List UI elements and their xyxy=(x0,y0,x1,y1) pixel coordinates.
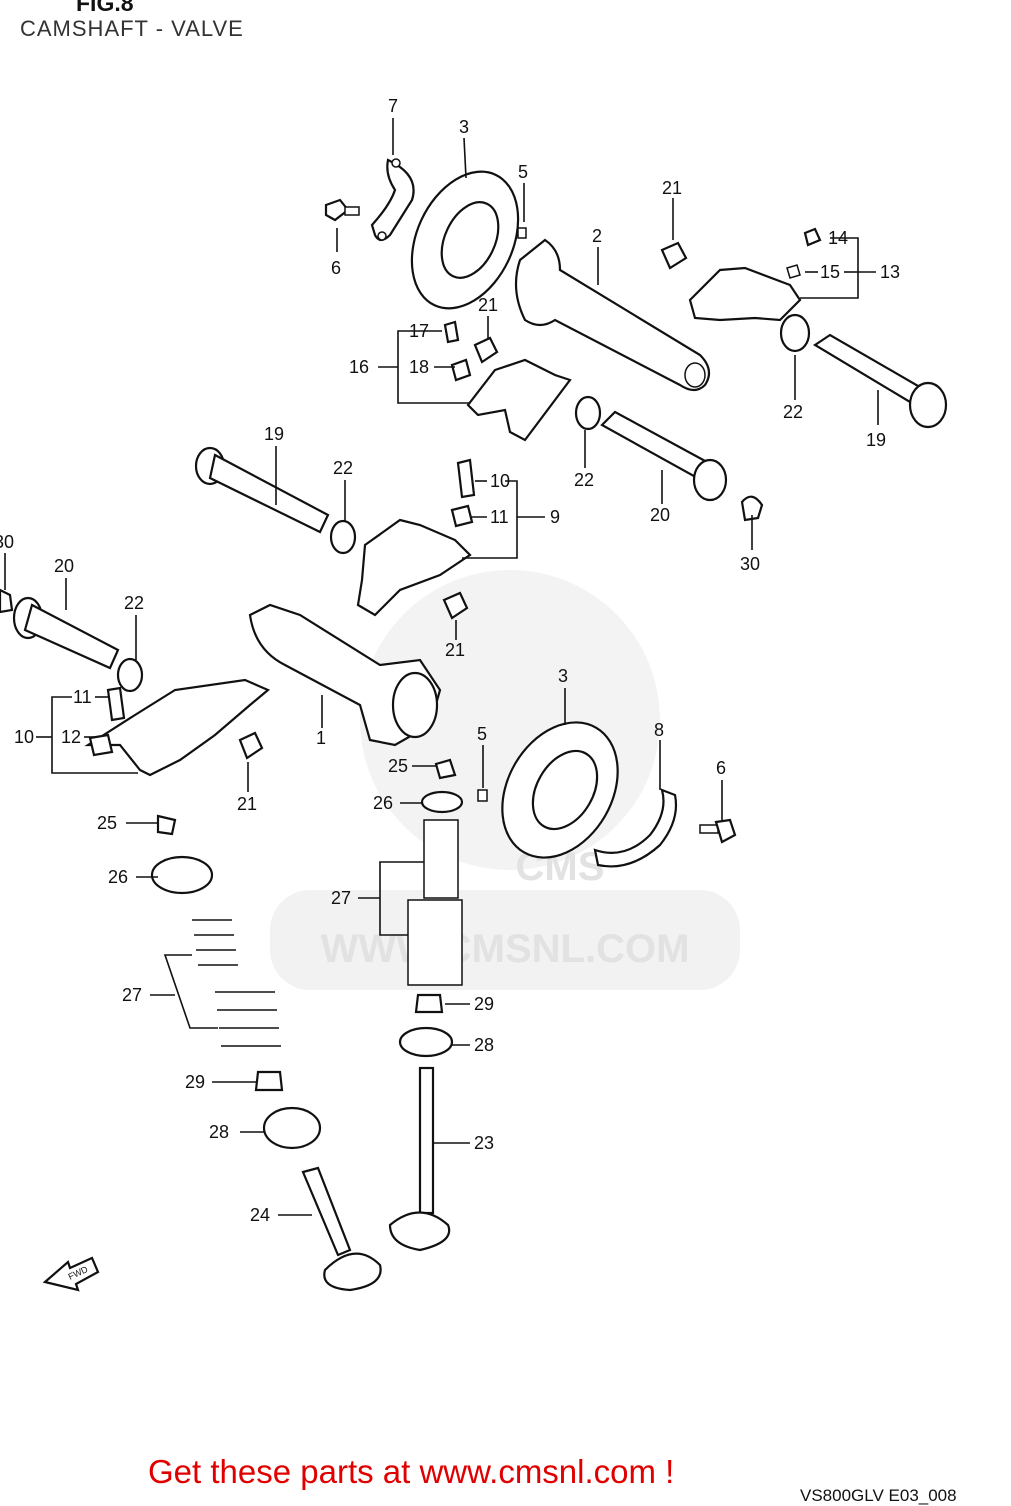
part-26-seal-center xyxy=(420,790,464,814)
callout-27-left: 27 xyxy=(122,985,142,1005)
part-20-shaft-left xyxy=(12,596,120,670)
callout-23: 23 xyxy=(474,1133,494,1153)
page-title: CAMSHAFT - VALVE xyxy=(20,16,244,41)
part-6-bolt-upper xyxy=(324,198,360,222)
part-21-washer-c xyxy=(442,591,469,620)
callout-25-left: 25 xyxy=(97,813,117,833)
part-4-bracket-upper xyxy=(370,158,415,242)
part-30-plug-right xyxy=(740,495,764,522)
part-10-rocker-arm xyxy=(84,678,271,777)
part-27-springs-left xyxy=(192,919,281,1047)
callout-6-upper: 6 xyxy=(331,258,341,278)
part-27-springs-center xyxy=(407,819,463,986)
part-6-bolt-lower xyxy=(699,818,737,844)
watermark: WWW.CMSNL.COM CMS xyxy=(270,570,740,990)
callout-29-center: 29 xyxy=(474,994,494,1014)
callout-12: 12 xyxy=(61,727,81,747)
part-19-shaft-right xyxy=(812,333,948,429)
callout-18: 18 xyxy=(409,357,429,377)
callout-22-d: 22 xyxy=(124,593,144,613)
callout-16: 16 xyxy=(349,357,369,377)
callout-30-right: 30 xyxy=(740,554,760,574)
callout-19-left: 19 xyxy=(264,424,284,444)
callout-5-lower: 5 xyxy=(477,724,487,744)
callout-7: 9 xyxy=(550,507,560,527)
callout-14: 14 xyxy=(828,228,848,248)
callout-21-d: 21 xyxy=(237,794,257,814)
watermark-url: WWW.CMSNL.COM xyxy=(321,927,690,971)
callout-1: 1 xyxy=(316,728,326,748)
part-13-rocker-arm xyxy=(688,227,822,322)
callout-11: 11 xyxy=(73,687,92,707)
shop-link[interactable]: Get these parts at www.cmsnl.com ! xyxy=(148,1453,675,1490)
part-21-washer-b xyxy=(473,336,499,364)
part-3-sprocket-upper xyxy=(410,170,520,310)
callout-13: 13 xyxy=(880,262,900,282)
callout-28-center: 28 xyxy=(474,1035,494,1055)
callout-3-lower: 3 xyxy=(558,666,568,686)
callout-20-left: 20 xyxy=(54,556,74,576)
part-22-washer-a xyxy=(779,313,811,353)
callout-27-center: 27 xyxy=(331,888,351,908)
part-25-cotter-center xyxy=(434,758,457,780)
callout-21-b: 21 xyxy=(478,295,498,315)
part-5-pin-lower xyxy=(477,789,488,802)
callout-3-upper: 3 xyxy=(459,117,469,137)
callout-20-middle: 20 xyxy=(650,505,670,525)
callout-2: 2 xyxy=(592,226,602,246)
callout-15: 15 xyxy=(820,262,840,282)
part-24-valve xyxy=(301,1166,382,1292)
callout-30-left: 30 xyxy=(0,532,14,552)
callout-6-lower: 6 xyxy=(716,758,726,778)
part-7-rocker-arm xyxy=(356,458,476,617)
diagram-code: VS800GLV E03_008 xyxy=(800,1486,957,1505)
part-2-camshaft xyxy=(514,238,711,392)
part-19-shaft-left xyxy=(194,446,330,534)
part-22-washer-d xyxy=(116,657,144,693)
part-4-bracket-lower xyxy=(593,788,678,868)
callout-8: 10 xyxy=(490,471,510,491)
leader-lines xyxy=(4,118,879,1216)
callout-21-c: 21 xyxy=(445,640,465,660)
callout-9: 11 xyxy=(490,507,509,527)
part-22-washer-c xyxy=(329,519,357,555)
part-5-pin-upper xyxy=(517,227,527,239)
part-1-camshaft xyxy=(248,603,442,747)
callout-5-upper: 5 xyxy=(518,162,528,182)
part-30-plug-left xyxy=(0,588,14,614)
part-26-seal-left xyxy=(150,855,214,895)
part-21-washer-a xyxy=(660,241,688,270)
callout-22-a: 22 xyxy=(783,402,803,422)
callout-17: 17 xyxy=(409,321,429,341)
part-21-washer-d xyxy=(238,731,264,760)
callout-22-b: 22 xyxy=(574,470,594,490)
callout-26-center: 26 xyxy=(373,793,393,813)
part-29-retainer-left xyxy=(254,1070,284,1092)
part-23-valve xyxy=(388,1066,451,1252)
callout-4-upper: 7 xyxy=(388,96,398,116)
callout-22-c: 22 xyxy=(333,458,353,478)
fwd-arrow-icon: FWD xyxy=(42,1256,100,1292)
callout-29-left: 29 xyxy=(185,1072,205,1092)
callout-24: 24 xyxy=(250,1205,270,1225)
part-22-washer-b xyxy=(574,395,602,431)
figure-number: FIG.8 xyxy=(76,0,134,16)
callout-labels: 7 3 5 6 2 21 21 14 15 13 22 19 17 16 18 … xyxy=(0,96,900,1225)
callout-25-center: 25 xyxy=(388,756,408,776)
callout-19-right: 19 xyxy=(866,430,886,450)
part-16-rocker-arm xyxy=(443,320,572,442)
part-28-seat-left xyxy=(262,1106,322,1150)
callout-28-left: 28 xyxy=(209,1122,229,1142)
part-29-retainer-center xyxy=(414,993,444,1014)
callout-21-a: 21 xyxy=(662,178,682,198)
part-25-cotter-left xyxy=(156,814,177,836)
part-28-seat-center xyxy=(398,1026,454,1058)
part-20-shaft-middle xyxy=(600,410,728,502)
callout-10: 10 xyxy=(14,727,34,747)
part-3-sprocket-lower xyxy=(501,721,619,859)
callout-4-lower: 8 xyxy=(654,720,664,740)
callout-26-left: 26 xyxy=(108,867,128,887)
